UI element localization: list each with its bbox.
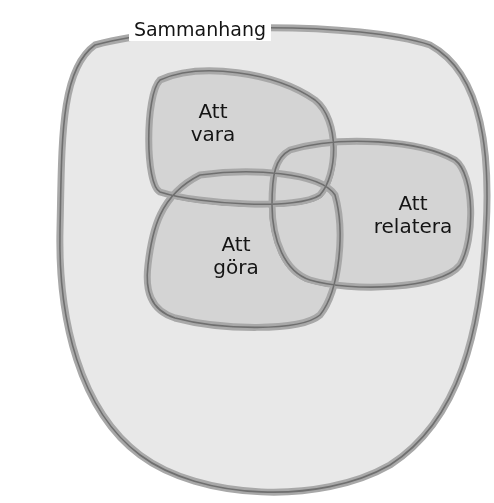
theme-label: Att göra — [213, 233, 258, 279]
theme-label: Att vara — [191, 100, 236, 146]
region-label: Sammanhang — [129, 19, 271, 41]
blob-edge — [147, 172, 340, 327]
blob-edge — [60, 28, 487, 492]
blob-fill — [147, 172, 340, 327]
theme-label: Att relatera — [374, 192, 453, 238]
blob-fill — [60, 28, 487, 492]
theme-blob: Att göra — [138, 160, 353, 338]
context-region: Att varaAtt relateraAtt göra Sammanhang — [50, 15, 490, 500]
